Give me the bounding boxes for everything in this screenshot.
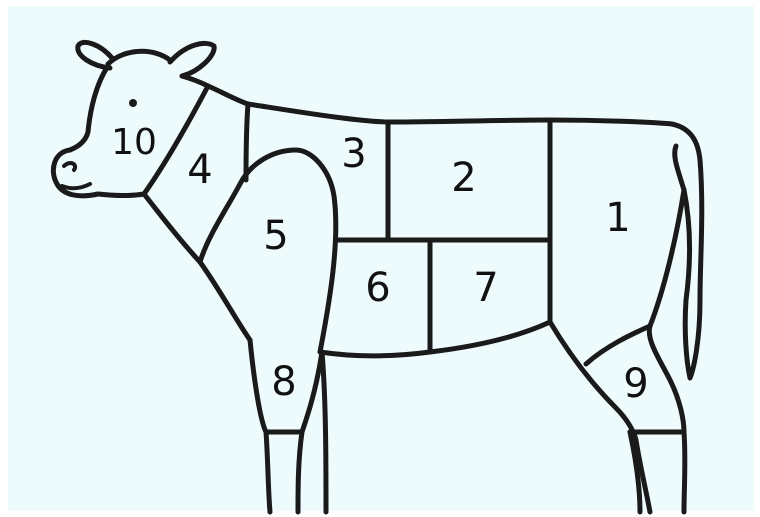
cut-boundaries xyxy=(144,86,684,432)
brisket-line xyxy=(144,194,250,340)
face-front xyxy=(70,66,108,150)
hind-shank-boundary xyxy=(586,326,650,364)
tail xyxy=(675,146,702,378)
cut-label-4: 4 xyxy=(187,147,212,193)
cut-label-1: 1 xyxy=(605,195,630,241)
cut-label-5: 5 xyxy=(263,213,288,259)
right-ear xyxy=(170,43,214,76)
cut-label-8: 8 xyxy=(271,359,296,405)
back-line xyxy=(208,86,672,124)
cut-label-2: 2 xyxy=(451,155,476,201)
cut-labels: 10 4 3 2 1 5 6 7 8 9 xyxy=(111,122,649,407)
front-leg-outer xyxy=(250,340,270,512)
cut-label-6: 6 xyxy=(365,265,390,311)
cut-label-10: 10 xyxy=(111,122,157,163)
cut-label-3: 3 xyxy=(341,131,366,177)
jaw-line xyxy=(182,76,208,86)
belly-line xyxy=(320,322,550,356)
mouth xyxy=(62,184,90,188)
cut-label-7: 7 xyxy=(473,265,498,311)
head-top xyxy=(108,51,170,64)
front-leg-2 xyxy=(322,352,326,512)
hind-leg-back xyxy=(649,190,685,512)
eye xyxy=(129,99,137,107)
nostril xyxy=(64,163,75,170)
cow-body-outline xyxy=(144,86,702,512)
cut-label-9: 9 xyxy=(623,361,648,407)
